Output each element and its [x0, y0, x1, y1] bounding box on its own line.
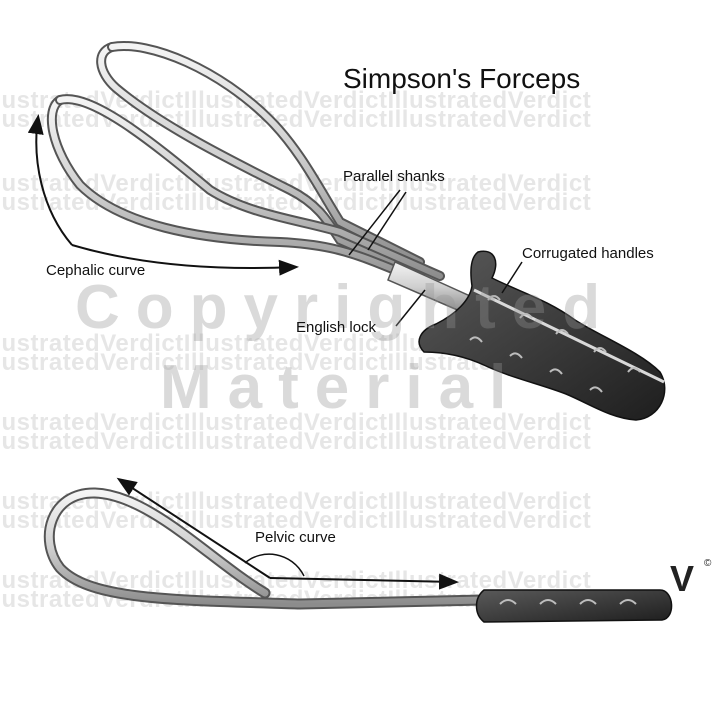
upper-blade: [96, 41, 425, 280]
label-corrugated-handles: Corrugated handles: [522, 245, 654, 262]
watermark-row: IllustratedVerdictIllustratedVerdictIllu…: [0, 428, 592, 455]
diagram-title: Simpson's Forceps: [343, 63, 581, 94]
annotation-lines-bottom: [116, 477, 459, 590]
watermark-material: Material: [160, 353, 523, 422]
corrugated-handle: [418, 250, 666, 421]
label-pelvic-curve: Pelvic curve: [255, 529, 336, 546]
watermark-copyrighted: Copyrighted: [75, 273, 617, 342]
logo-icon: V: [670, 558, 695, 599]
annotation-lines-top: [27, 114, 523, 327]
lower-blade: [46, 94, 445, 293]
side-view-forceps: [43, 487, 673, 623]
copyright-icon: ©: [704, 558, 712, 569]
label-cephalic-curve: Cephalic curve: [46, 262, 146, 279]
watermark-row: IllustratedVerdictIllustratedVerdictIllu…: [0, 409, 592, 436]
watermark-row: IllustratedVerdictIllustratedVerdictIllu…: [0, 507, 592, 534]
label-parallel-shanks: Parallel shanks: [343, 168, 445, 185]
label-english-lock: English lock: [296, 319, 377, 336]
